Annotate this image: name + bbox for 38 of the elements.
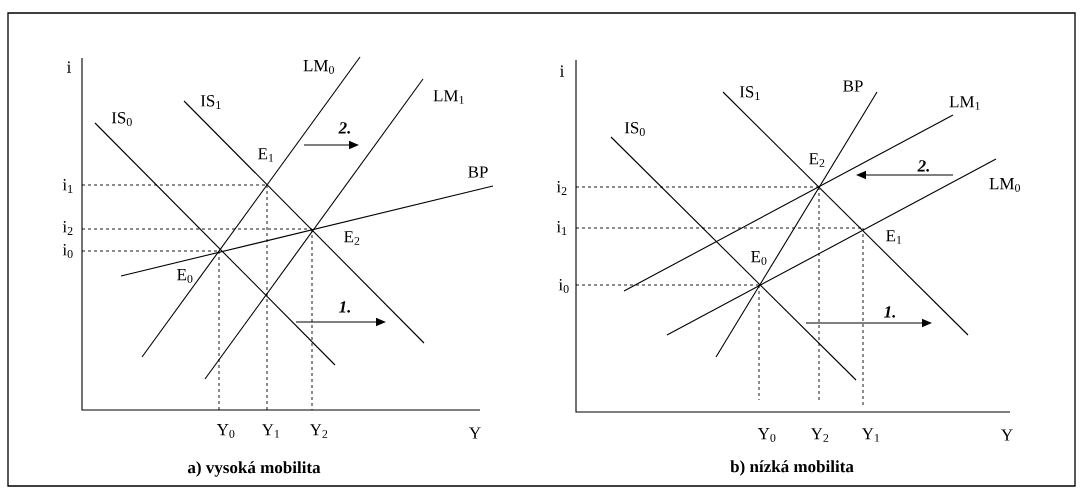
curve-label: IS$_{1}$ bbox=[739, 86, 760, 100]
axis-label: i bbox=[67, 61, 72, 73]
tick-label: i$_{1}$ bbox=[556, 221, 567, 235]
curve-label: BP bbox=[843, 80, 863, 92]
axis-label: Y bbox=[1001, 429, 1013, 441]
curve-label: IS$_{0}$ bbox=[111, 112, 132, 126]
tick-label: i$_{0}$ bbox=[558, 279, 569, 293]
tick-label: Y$_{1}$ bbox=[861, 428, 880, 442]
step-number: 1. bbox=[339, 301, 350, 313]
point-label: E$_{1}$ bbox=[886, 230, 902, 244]
tick-label: Y$_{2}$ bbox=[309, 424, 328, 438]
axis-label: i bbox=[560, 65, 565, 77]
curve-label: LM$_{1}$ bbox=[949, 96, 980, 110]
curve-label: IS$_{0}$ bbox=[624, 122, 645, 136]
curve-label: LM$_{1}$ bbox=[433, 90, 464, 104]
point-label: E$_{2}$ bbox=[344, 231, 360, 245]
tick-label: Y$_{0}$ bbox=[757, 428, 776, 442]
curve-label: BP bbox=[468, 166, 488, 178]
tick-label: i$_{1}$ bbox=[62, 179, 73, 193]
point-label: E$_{1}$ bbox=[258, 148, 274, 162]
tick-label: Y$_{2}$ bbox=[810, 428, 829, 442]
curve-label: LM$_{0}$ bbox=[303, 60, 335, 74]
step-number: 2. bbox=[338, 122, 350, 134]
point-label: E$_{0}$ bbox=[177, 269, 193, 283]
step-number: 2. bbox=[917, 160, 929, 172]
curve-label: IS$_{1}$ bbox=[200, 95, 221, 109]
tick-label: i$_{2}$ bbox=[556, 181, 567, 195]
point-label: E$_{2}$ bbox=[809, 153, 825, 167]
tick-label: i$_{2}$ bbox=[62, 221, 73, 235]
tick-label: i$_{0}$ bbox=[62, 244, 73, 258]
step-number: 1. bbox=[884, 306, 895, 318]
point-label: E$_{0}$ bbox=[751, 251, 767, 265]
tick-label: Y$_{0}$ bbox=[216, 424, 235, 438]
panel-caption: a) vysoká mobilita bbox=[187, 461, 321, 477]
tick-label: Y$_{1}$ bbox=[261, 424, 280, 438]
curve-label: LM$_{0}$ bbox=[989, 178, 1021, 192]
axis-label: Y bbox=[469, 427, 481, 439]
panel-caption: b) nízká mobilita bbox=[730, 460, 854, 476]
